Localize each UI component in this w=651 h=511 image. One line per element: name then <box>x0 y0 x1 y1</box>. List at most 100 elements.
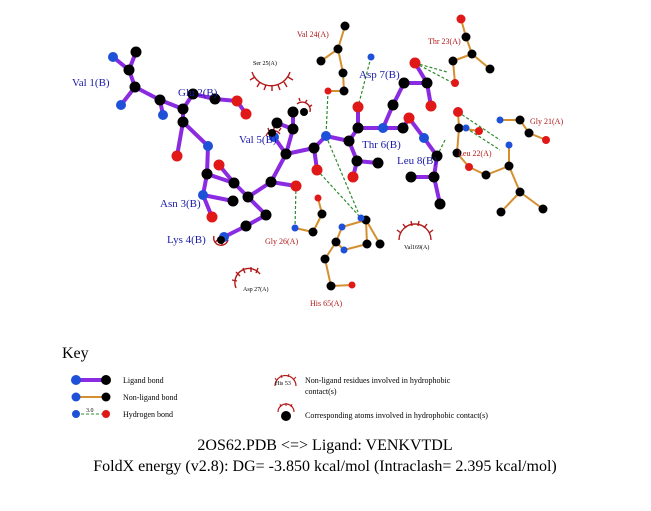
carbon-atom <box>240 220 252 232</box>
oxygen-atom <box>311 164 323 176</box>
carbon-atom <box>485 64 495 74</box>
oxygen-atom <box>409 57 421 69</box>
carbon-atom <box>333 44 343 54</box>
carbon-atom <box>268 129 276 137</box>
key-hydrophobic-residues: His 53 Non-ligand residues involved in h… <box>274 373 451 396</box>
carbon-atom <box>280 148 292 160</box>
carbon-atom <box>287 106 299 118</box>
carbon-atom <box>428 171 440 183</box>
oxygen-atom <box>451 79 459 87</box>
hydrophobic-label-asp27: Asp 27(A) <box>243 286 269 293</box>
carbon-atom <box>227 195 239 207</box>
carbon-atom <box>308 227 318 237</box>
nitrogen-atom <box>419 133 429 143</box>
oxygen-atom <box>352 101 364 113</box>
carbon-atom <box>260 209 272 221</box>
nitrogen-atom <box>505 141 513 149</box>
carbon-atom <box>461 32 471 42</box>
nitrogen-atom <box>158 110 168 120</box>
carbon-atom <box>524 128 534 138</box>
key-hydrophobic-example: His 53 <box>275 381 291 387</box>
key: Key Ligand bond Non-ligand bond 3.0 Hydr… <box>62 345 488 421</box>
carbon-atom <box>326 281 336 291</box>
carbon-atom <box>287 123 299 135</box>
hydrophobic-arc-ser25 <box>249 71 294 91</box>
carbon-atom <box>331 237 341 247</box>
carbon-atom <box>265 176 277 188</box>
carbon-atom <box>242 191 254 203</box>
oxygen-atom <box>347 171 359 183</box>
carbon-atom <box>431 150 443 162</box>
carbon-atom <box>352 122 364 134</box>
residue-label-gly26: Gly 26(A) <box>265 237 298 246</box>
carbon-atom <box>434 198 446 210</box>
oxygen-atom <box>348 281 356 289</box>
key-hydrophobic-residues-line1: Non-ligand residues involved in hydropho… <box>305 376 451 385</box>
oxygen-atom <box>206 211 218 223</box>
residue-label-val24: Val 24(A) <box>297 30 329 39</box>
carbon-atom <box>481 170 491 180</box>
nitrogen-atom <box>116 100 126 110</box>
nitrogen-atom <box>357 214 365 222</box>
oxygen-atom <box>456 14 466 24</box>
nitrogen-atom <box>198 190 208 200</box>
oxygen-atom <box>425 100 437 112</box>
carbon-atom <box>467 49 477 59</box>
hydrophobic-arc-asp27 <box>231 267 261 289</box>
oxygen-atom <box>324 87 332 95</box>
hydrophobic-arc-val169 <box>396 220 434 241</box>
carbon-atom <box>538 204 548 214</box>
carbon-atom <box>340 21 350 31</box>
residue-label-leu22: Leu 22(A) <box>458 149 492 158</box>
footer-energy: FoldX energy (v2.8): DG= -3.850 kcal/mol… <box>93 458 556 475</box>
carbon-atom <box>308 142 320 154</box>
nitrogen-atom <box>291 224 299 232</box>
carbon-atom <box>217 236 225 244</box>
key-title: Key <box>62 345 89 362</box>
carbon-atom <box>187 88 199 100</box>
carbon-atom <box>398 77 410 89</box>
hydrophobic-contacts <box>213 71 434 289</box>
carbon-atom <box>397 122 409 134</box>
carbon-atom <box>338 68 348 78</box>
key-hydrophobic-atoms-label: Corresponding atoms involved in hydropho… <box>305 411 488 420</box>
oxygen-atom <box>314 194 322 202</box>
nitrogen-atom <box>340 246 348 254</box>
key-hbond-distance: 3.0 <box>86 408 94 414</box>
carbon-atom <box>177 103 189 115</box>
key-hydrogen-bond: 3.0 Hydrogen bond <box>72 408 173 419</box>
carbon-atom <box>271 117 283 129</box>
ligand-label-val1: Val 1(B) <box>72 77 110 89</box>
carbon-atom <box>300 108 308 116</box>
carbon-atom <box>405 171 417 183</box>
carbon-atom <box>504 161 514 171</box>
key-hydrophobic-atoms: Corresponding atoms involved in hydropho… <box>277 403 488 421</box>
oxygen-atom <box>465 163 473 171</box>
key-hydrogen-bond-label: Hydrogen bond <box>123 410 173 419</box>
key-hydrophobic-residues-line2: contact(s) <box>305 387 337 396</box>
ligand-label-thr6: Thr 6(B) <box>362 139 401 151</box>
carbon-atom <box>454 123 464 133</box>
hydrophobic-atom-arc-1 <box>296 97 313 113</box>
carbon-atom <box>448 56 458 66</box>
key-nonligand-bond-label: Non-ligand bond <box>123 393 177 402</box>
carbon-atom <box>317 209 327 219</box>
oxygen-atom <box>231 95 243 107</box>
hydrophobic-label-val169: Val169(A) <box>404 244 429 251</box>
nitrogen-atom <box>367 53 375 61</box>
ligand-label-asp7: Asp 7(B) <box>359 69 400 81</box>
nitrogen-atom <box>203 141 213 151</box>
key-ligand-bond-label: Ligand bond <box>123 376 164 385</box>
carbon-atom <box>201 168 213 180</box>
oxygen-atom <box>240 108 252 120</box>
carbon-atom <box>421 77 433 89</box>
oxygen-atom <box>542 136 550 144</box>
carbon-atom <box>154 94 166 106</box>
footer-title: 2OS62.PDB <=> Ligand: VENKVTDL <box>197 437 452 454</box>
carbon-atom <box>452 148 462 158</box>
carbon-atom <box>228 177 240 189</box>
oxygen-atom <box>403 112 415 124</box>
carbon-atom <box>123 64 135 76</box>
key-ligand-bond: Ligand bond <box>71 375 164 385</box>
